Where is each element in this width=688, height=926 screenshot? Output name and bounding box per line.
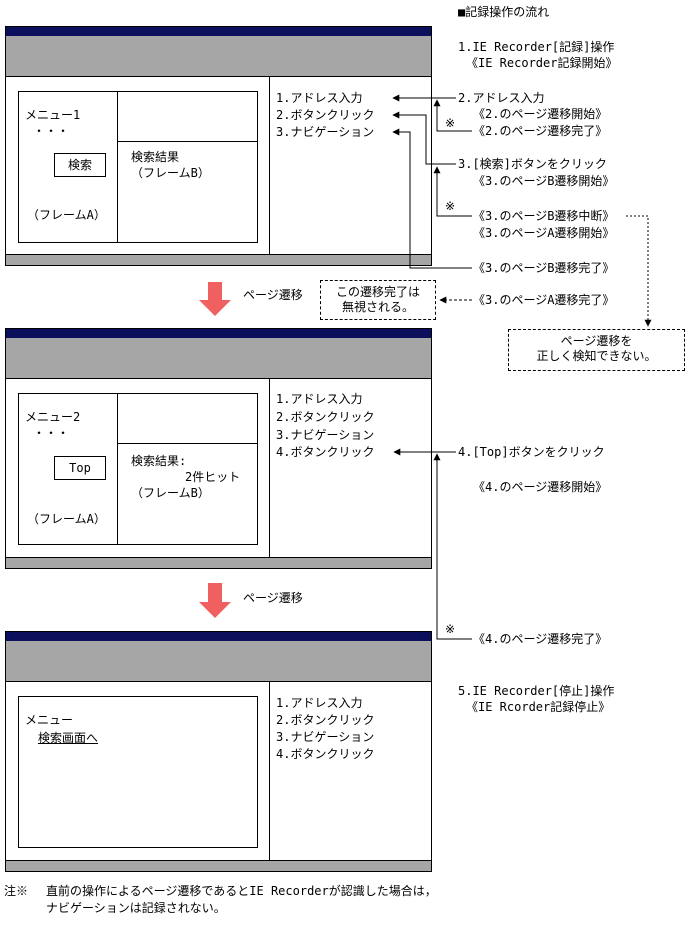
title-bar (6, 329, 431, 338)
step1-sub: 《IE Recorder記録開始》 (466, 56, 618, 70)
browser-window-3 (5, 631, 432, 872)
ignored-callout: この遷移完了は 無視される。 (320, 280, 436, 320)
transition-label: ページ遷移 (243, 591, 303, 605)
transition-arrow (199, 282, 231, 316)
note-mark: ※ (445, 199, 456, 213)
status-bar (6, 254, 431, 265)
diagram-title: ■記録操作の流れ (458, 5, 550, 19)
result-label: 検索結果: (131, 454, 187, 468)
note-text: ナビゲーションは記録されない。 (46, 901, 226, 915)
single-frame (18, 696, 258, 848)
status-bar (6, 557, 431, 568)
frame-a-label: （フレームA） (27, 512, 106, 526)
menu-label: メニュー (25, 713, 74, 727)
result-count: 2件ヒット (185, 470, 241, 484)
log-item: 1.アドレス入力 (276, 91, 363, 105)
log-item: 3.ナビゲーション (276, 730, 375, 744)
log-item: 2.ボタンクリック (276, 410, 375, 424)
callout-line: ページ遷移を (560, 334, 633, 348)
step4-complete: 《4.のページ遷移完了》 (473, 632, 608, 646)
frame-b (117, 91, 258, 243)
log-item: 1.アドレス入力 (276, 696, 363, 710)
step3-a-start: 《3.のページA遷移開始》 (473, 226, 615, 240)
arrow-step2-complete (433, 99, 472, 132)
note-label: 注※ (4, 884, 29, 898)
transition-label: ページ遷移 (243, 288, 303, 302)
arrow-step3 (392, 111, 456, 165)
pane-divider (269, 682, 270, 861)
status-bar (6, 860, 431, 871)
menu-label: メニュー2 (25, 410, 81, 424)
step5-sub: 《IE Rcorder記録停止》 (466, 700, 611, 714)
callout-line: 正しく検知できない。 (536, 349, 657, 363)
note-mark: ※ (445, 622, 456, 636)
callout-line: 無視される。 (341, 300, 414, 314)
note-text: 直前の操作によるページ遷移であるとIE Recorderが認識した場合は， (46, 884, 437, 898)
arrow-detection-fail (626, 215, 652, 327)
arrow-step4-complete (433, 453, 472, 640)
title-bar (6, 27, 431, 36)
toolbar (6, 641, 431, 682)
toolbar (6, 338, 431, 379)
log-item: 4.ボタンクリック (276, 445, 375, 459)
top-button[interactable]: Top (54, 456, 106, 480)
step4-start: 《4.のページ遷移開始》 (473, 480, 608, 494)
log-item: 3.ナビゲーション (276, 125, 375, 139)
arrow-step3-navigation (392, 128, 472, 269)
result-label: 検索結果 (131, 150, 180, 164)
frame-a-label: （フレームA） (27, 208, 106, 222)
menu-dots: ・・・ (33, 426, 70, 440)
browser-window-2 (5, 328, 432, 569)
toolbar (6, 36, 431, 77)
menu-label: メニュー1 (25, 108, 81, 122)
log-item: 4.ボタンクリック (276, 747, 375, 761)
frame-divider (117, 141, 258, 142)
pane-divider (269, 77, 270, 255)
frame-b-label: （フレームB） (131, 166, 210, 180)
step4-label: 4.[Top]ボタンをクリック (458, 445, 605, 459)
step2-start: 《2.のページ遷移開始》 (473, 107, 608, 121)
frame-divider (117, 443, 258, 444)
pane-divider (269, 379, 270, 558)
log-item: 1.アドレス入力 (276, 392, 363, 406)
log-item: 2.ボタンクリック (276, 108, 375, 122)
arrow-step3-abort (433, 166, 472, 217)
search-button[interactable]: 検索 (54, 153, 106, 177)
step3-label: 3.[検索]ボタンをクリック (458, 157, 607, 171)
step5-label: 5.IE Recorder[停止]操作 (458, 684, 615, 698)
step3-b-start: 《3.のページB遷移開始》 (473, 174, 615, 188)
log-item: 2.ボタンクリック (276, 713, 375, 727)
transition-arrow (199, 583, 231, 618)
frame-b (117, 393, 258, 545)
callout-line: この遷移完了は (335, 285, 420, 299)
step3-a-complete: 《3.のページA遷移完了》 (473, 293, 615, 307)
detection-fail-callout: ページ遷移を 正しく検知できない。 (508, 329, 685, 371)
step2-label: 2.アドレス入力 (458, 91, 545, 105)
step2-complete: 《2.のページ遷移完了》 (473, 124, 608, 138)
title-bar (6, 632, 431, 641)
log-item: 3.ナビゲーション (276, 428, 375, 442)
search-page-link[interactable]: 検索画面へ (38, 731, 99, 745)
menu-dots: ・・・ (33, 124, 70, 138)
step3-b-abort: 《3.のページB遷移中断》 (473, 209, 615, 223)
step3-b-complete: 《3.のページB遷移完了》 (473, 261, 615, 275)
note-mark: ※ (445, 116, 456, 130)
step1-label: 1.IE Recorder[記録]操作 (458, 40, 615, 54)
frame-b-label: （フレームB） (131, 486, 210, 500)
